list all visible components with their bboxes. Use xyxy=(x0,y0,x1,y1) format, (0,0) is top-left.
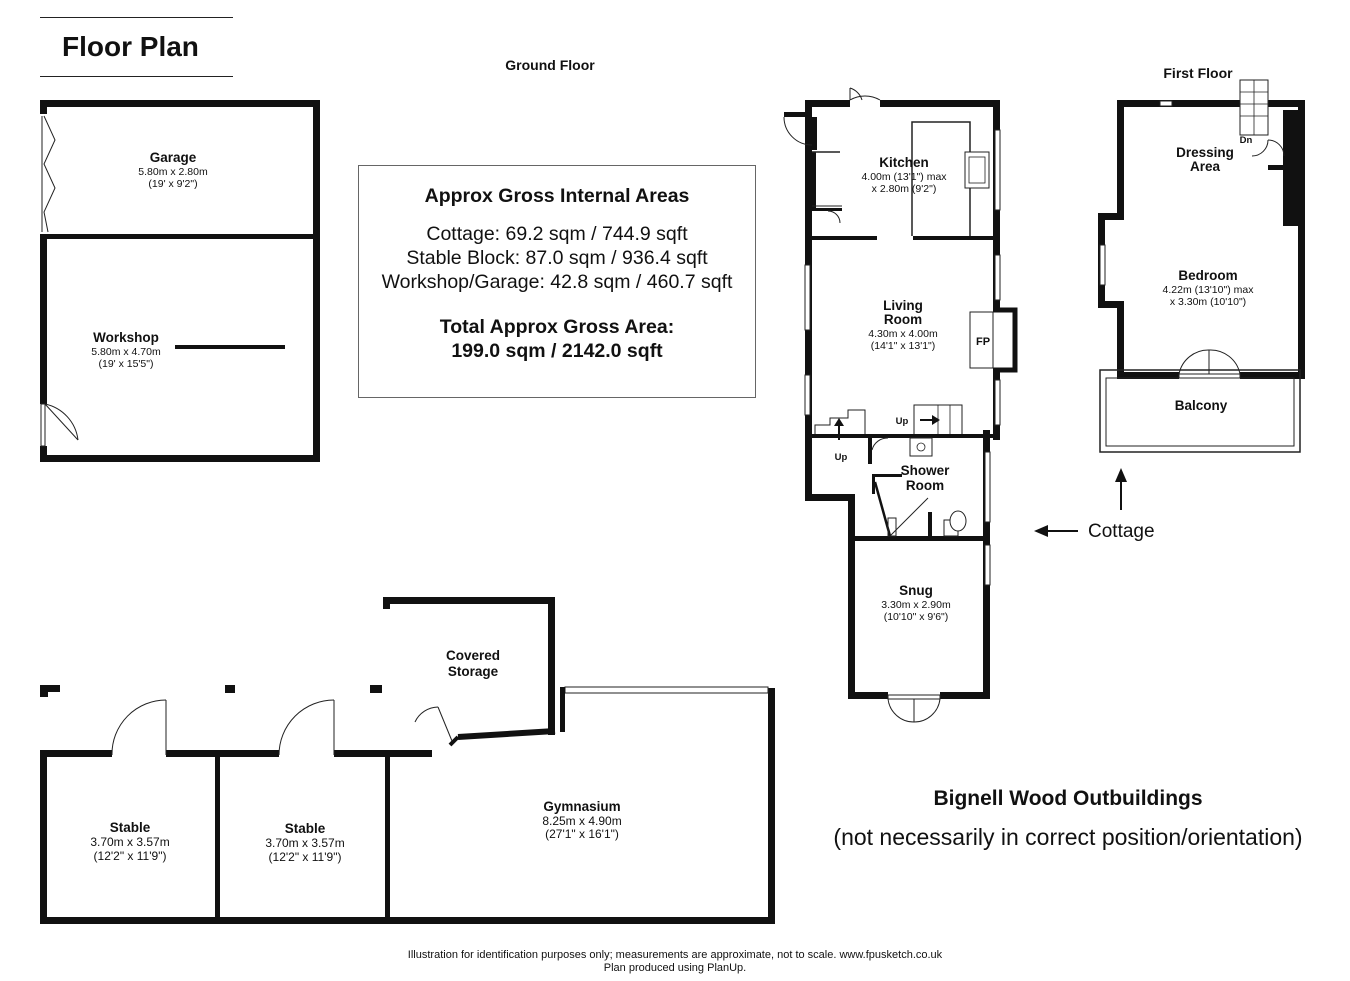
stable-block xyxy=(40,597,775,924)
garage-name: Garage xyxy=(150,150,197,165)
living-room-name-2: Room xyxy=(884,312,922,327)
cottage-arrow-up-icon xyxy=(1115,468,1127,510)
area-total-label: Total Approx Gross Area: xyxy=(439,316,675,338)
area-stable-block: Stable Block: 87.0 sqm / 936.4 sqft xyxy=(406,247,708,269)
stable-1-dim-metric: 3.70m x 3.57m xyxy=(90,835,169,849)
workshop-dim-imperial: (19' x 15'5") xyxy=(98,358,153,370)
snug-dim-imperial: (10'10" x 9'6") xyxy=(884,611,949,623)
kitchen-name: Kitchen xyxy=(879,155,929,170)
workshop-garage-building xyxy=(40,100,320,462)
footer-disclaimer: Illustration for identification purposes… xyxy=(407,949,943,961)
garage-dim-imperial: (19' x 9'2") xyxy=(148,178,197,190)
living-room-name-1: Living xyxy=(883,298,923,313)
cottage-arrow-left-icon xyxy=(1034,525,1078,537)
bedroom-dim-imperial: x 3.30m (10'10") xyxy=(1170,296,1246,308)
area-total-value: 199.0 sqm / 2142.0 sqft xyxy=(451,340,663,362)
first-floor-label: First Floor xyxy=(1163,65,1233,81)
fireplace-mark: FP xyxy=(976,336,990,348)
kitchen-dim-imperial: x 2.80m (9'2") xyxy=(872,183,937,195)
area-cottage: Cottage: 69.2 sqm / 744.9 sqft xyxy=(426,223,688,245)
outbuildings-note: (not necessarily in correct position/ori… xyxy=(833,824,1303,850)
living-room-dim-imperial: (14'1" x 13'1") xyxy=(871,340,936,352)
stable-2-name: Stable xyxy=(285,821,326,836)
living-room-dim-metric: 4.30m x 4.00m xyxy=(868,328,938,340)
cottage-label: Cottage xyxy=(1088,521,1155,542)
workshop-name: Workshop xyxy=(93,330,159,345)
workshop-dim-metric: 5.80m x 4.70m xyxy=(91,346,161,358)
stairs-down-label: Dn xyxy=(1240,135,1253,146)
title-box: Floor Plan xyxy=(40,17,233,77)
kitchen-dim-metric: 4.00m (13'1") max xyxy=(861,171,947,183)
covered-storage-name-1: Covered xyxy=(446,648,500,663)
outbuildings-title: Bignell Wood Outbuildings xyxy=(933,787,1203,810)
bedroom-dim-metric: 4.22m (13'10") max xyxy=(1163,284,1255,296)
snug-dim-metric: 3.30m x 2.90m xyxy=(881,599,951,611)
bedroom-name: Bedroom xyxy=(1178,268,1237,283)
stable-2-dim-imperial: (12'2" x 11'9") xyxy=(269,850,342,864)
stable-1-name: Stable xyxy=(110,820,151,835)
gymnasium-dim-imperial: (27'1" x 16'1") xyxy=(545,827,619,841)
shower-room-name-1: Shower xyxy=(901,463,951,478)
cottage-ground-floor xyxy=(783,87,1018,723)
page-title: Floor Plan xyxy=(62,31,199,62)
balcony-name: Balcony xyxy=(1175,398,1228,413)
shower-room-name-2: Room xyxy=(906,478,944,493)
stable-2-dim-metric: 3.70m x 3.57m xyxy=(265,836,344,850)
areas-heading: Approx Gross Internal Areas xyxy=(424,185,690,207)
dressing-area-name-1: Dressing xyxy=(1176,145,1234,160)
area-workshop-garage: Workshop/Garage: 42.8 sqm / 460.7 sqft xyxy=(381,271,733,293)
gymnasium-dim-metric: 8.25m x 4.90m xyxy=(542,814,621,828)
ground-floor-label: Ground Floor xyxy=(505,57,595,73)
gymnasium-name: Gymnasium xyxy=(543,799,620,814)
stairs-up-label-2: Up xyxy=(835,452,848,463)
stairs-up-label-1: Up xyxy=(896,416,909,427)
covered-storage-name-2: Storage xyxy=(448,664,499,679)
stable-1-dim-imperial: (12'2" x 11'9") xyxy=(94,849,167,863)
garage-dim-metric: 5.80m x 2.80m xyxy=(138,166,208,178)
dressing-area-name-2: Area xyxy=(1190,159,1221,174)
cottage-first-floor xyxy=(1098,79,1305,453)
areas-box: Approx Gross Internal Areas Cottage: 69.… xyxy=(358,165,756,398)
snug-name: Snug xyxy=(899,583,933,598)
footer-planup: Plan produced using PlanUp. xyxy=(603,962,747,974)
